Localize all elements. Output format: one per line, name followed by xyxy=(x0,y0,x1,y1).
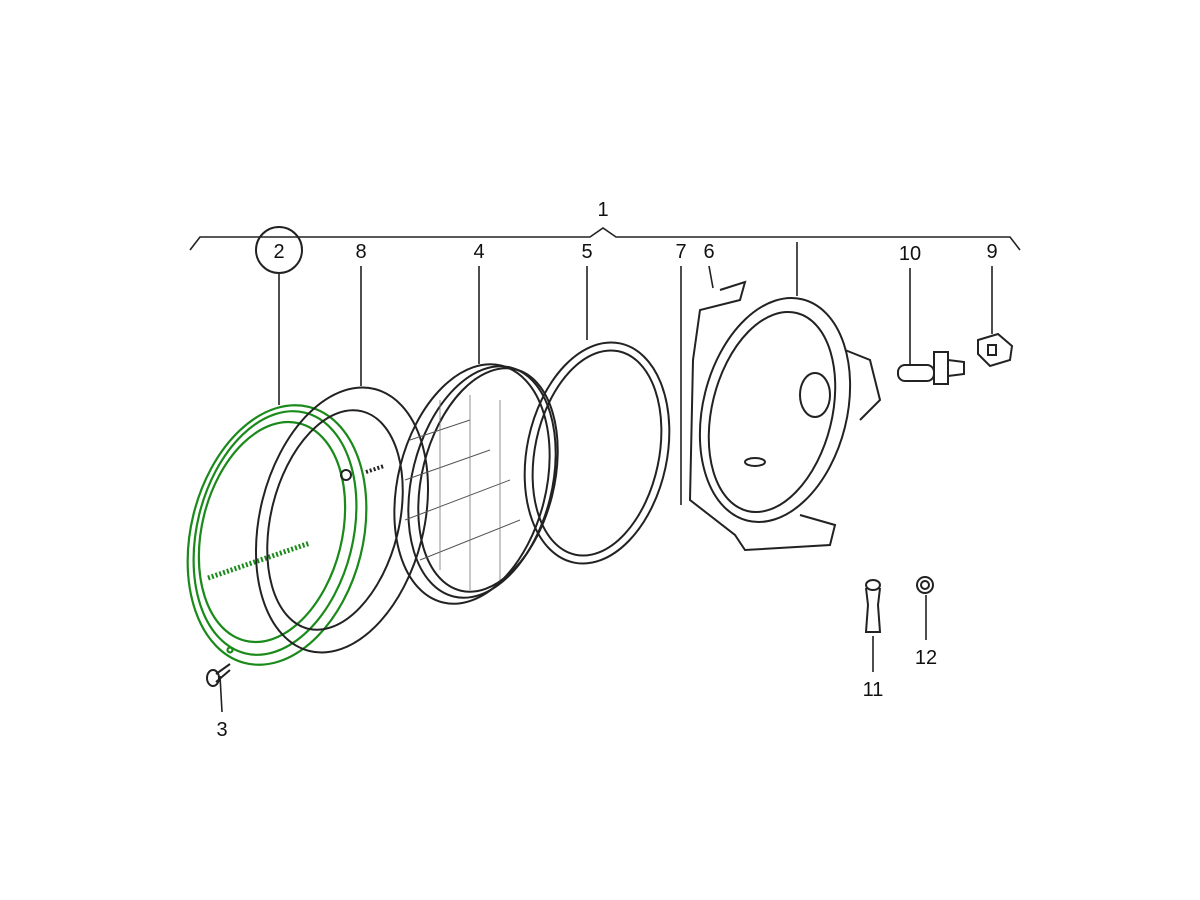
part-12-nut[interactable] xyxy=(916,576,934,594)
label-part-7[interactable]: 7 xyxy=(675,241,686,263)
label-part-1[interactable]: 1 xyxy=(597,199,608,221)
leader-line-3 xyxy=(219,675,223,713)
part-8-retaining-ring[interactable] xyxy=(230,369,454,671)
part-4-lens-unit[interactable] xyxy=(371,348,580,621)
label-part-11[interactable]: 11 xyxy=(863,679,884,701)
label-part-10[interactable]: 10 xyxy=(899,243,921,265)
part-5-seal-ring[interactable] xyxy=(505,329,689,577)
part-10-bulb[interactable] xyxy=(897,351,965,385)
label-part-6[interactable]: 6 xyxy=(703,241,714,263)
label-part-2[interactable]: 2 xyxy=(273,241,284,263)
label-part-8[interactable]: 8 xyxy=(355,241,366,263)
label-part-3[interactable]: 3 xyxy=(216,719,227,741)
label-part-9[interactable]: 9 xyxy=(986,241,997,263)
part-6-housing[interactable] xyxy=(678,280,882,552)
leader-line-6 xyxy=(708,265,714,289)
assembly-bracket xyxy=(189,227,1021,251)
label-part-5[interactable]: 5 xyxy=(581,241,592,263)
label-part-4[interactable]: 4 xyxy=(473,241,484,263)
part-9-connector[interactable] xyxy=(977,332,1014,368)
selected-part-circle xyxy=(255,226,303,274)
part-3-screw[interactable] xyxy=(206,663,231,687)
label-part-12[interactable]: 12 xyxy=(915,647,937,669)
part-11-adjusting-screw[interactable] xyxy=(864,579,882,633)
part-2-trim-ring[interactable] xyxy=(162,386,393,684)
